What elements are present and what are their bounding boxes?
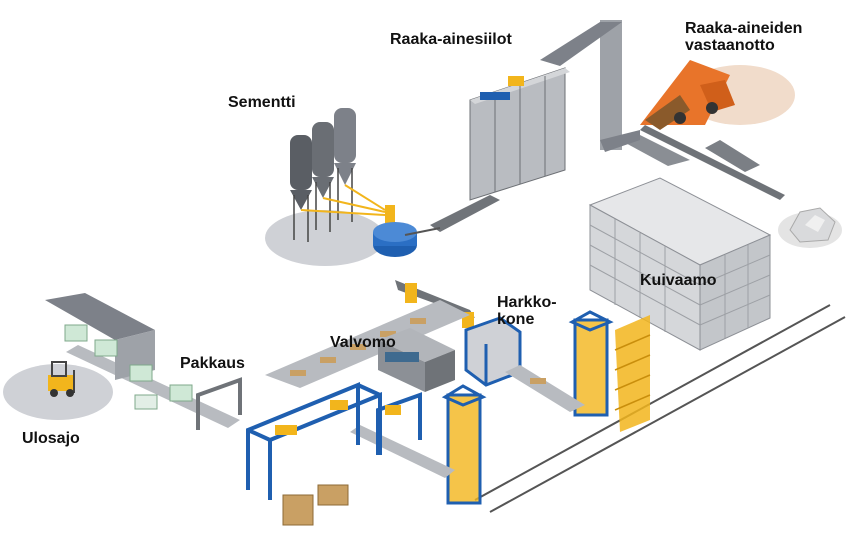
silo-to-mixer-conveyor bbox=[430, 195, 500, 232]
gantry-grippers bbox=[275, 400, 401, 435]
label-cement: Sementti bbox=[228, 94, 296, 111]
cement-silos-icon bbox=[290, 108, 386, 242]
dispatch-shadow bbox=[3, 364, 113, 420]
dump-truck-icon bbox=[640, 60, 735, 130]
label-raw-material-silos: Raaka-ainesiilot bbox=[390, 31, 512, 48]
packaged-pallets-icon bbox=[134, 394, 158, 410]
label-text: Sementti bbox=[228, 94, 296, 111]
label-text-line2: kone bbox=[497, 311, 535, 328]
label-control-room: Valvomo bbox=[330, 334, 396, 351]
label-text-line1: Raaka-aineiden bbox=[685, 20, 803, 37]
packaging-gantry-blue bbox=[246, 382, 382, 500]
label-text: Pakkaus bbox=[180, 355, 245, 372]
label-raw-material-intake: Raaka-aineiden vastaanotto bbox=[685, 20, 802, 54]
warehouse-shed-icon bbox=[45, 293, 193, 402]
raw-material-silos-icon bbox=[469, 67, 570, 201]
drying-racks-icon bbox=[588, 177, 772, 351]
forklift-icon bbox=[48, 361, 75, 397]
label-text: Raaka-ainesiilot bbox=[390, 31, 512, 48]
label-text: Kuivaamo bbox=[640, 272, 717, 289]
pallet-stack-icon bbox=[282, 484, 349, 526]
label-packaging: Pakkaus bbox=[180, 355, 245, 372]
label-text: Valvomo bbox=[330, 334, 396, 351]
label-block-machine: Harkko- kone bbox=[497, 294, 557, 328]
rail-transfer-car bbox=[614, 315, 651, 432]
bucket-elevator bbox=[540, 20, 640, 152]
intake-conveyor bbox=[620, 125, 785, 200]
cement-shadow bbox=[265, 210, 385, 266]
packaging-gantry-gray bbox=[196, 377, 242, 430]
label-drying: Kuivaamo bbox=[640, 272, 716, 289]
mixer-icon bbox=[373, 205, 441, 257]
rail-track bbox=[474, 304, 846, 513]
packaging-gantry-small bbox=[376, 392, 422, 455]
elevator-tower-left bbox=[441, 384, 487, 505]
label-dispatch: Ulosajo bbox=[22, 430, 80, 447]
label-text: Ulosajo bbox=[22, 430, 80, 447]
raw-material-pile-icon bbox=[789, 207, 836, 243]
label-text-line2: vastaanotto bbox=[685, 37, 775, 54]
control-room-icon bbox=[378, 328, 455, 392]
label-text-line1: Harkko- bbox=[497, 294, 557, 311]
elevator-tower-right bbox=[568, 310, 614, 417]
